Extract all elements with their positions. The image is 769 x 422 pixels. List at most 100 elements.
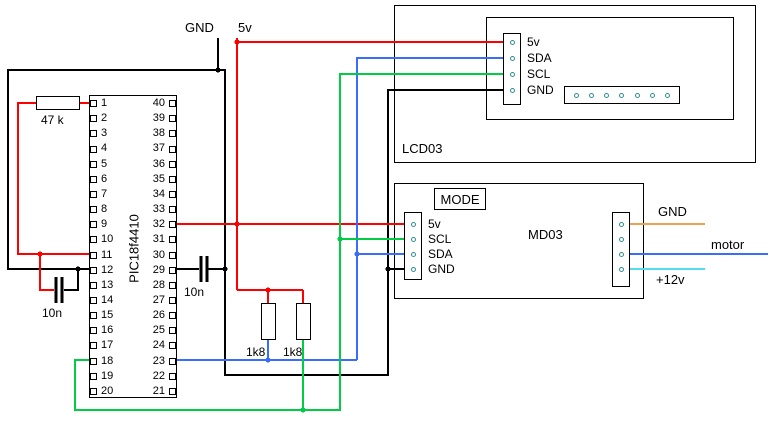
chip-pin-number: 15 bbox=[101, 309, 114, 322]
chip-pin-number: 32 bbox=[152, 218, 165, 231]
chip-pin-number: 6 bbox=[101, 172, 108, 185]
resistor-1k8-sda bbox=[261, 303, 276, 340]
md03-pin-label-5v: 5v bbox=[428, 217, 441, 231]
chip-pin-pad bbox=[90, 327, 97, 335]
chip-name-label: PIC18f4410 bbox=[126, 214, 142, 283]
capacitor2-label: 10n bbox=[184, 285, 205, 299]
wire-junction bbox=[234, 39, 240, 45]
chip-pin-number: 38 bbox=[152, 127, 165, 140]
wire-cap1-lead-5v bbox=[39, 254, 54, 291]
chip-pin-pad bbox=[90, 387, 97, 395]
mode-label: MODE bbox=[440, 191, 480, 207]
resistor-1k8-sda-label: 1k8 bbox=[246, 345, 266, 359]
chip-pin-pad bbox=[90, 342, 97, 350]
connector-pin-hole bbox=[509, 71, 515, 77]
chip-pin-number: 3 bbox=[101, 127, 108, 140]
chip-pin-number: 11 bbox=[101, 248, 113, 261]
chip-pin-pad bbox=[90, 281, 97, 289]
chip-pin-pad bbox=[169, 281, 176, 289]
connector-pin-hole bbox=[410, 251, 416, 257]
chip-pin-number: 37 bbox=[152, 142, 165, 155]
resistor-47k bbox=[36, 96, 80, 110]
capacitor1-label: 10n bbox=[42, 306, 63, 320]
chip-pin-number: 28 bbox=[152, 278, 165, 291]
wire-junction bbox=[215, 67, 221, 73]
chip-pin-pad bbox=[169, 130, 176, 138]
lcd03-i2c-connector bbox=[503, 33, 521, 105]
wire-junction bbox=[265, 287, 271, 293]
chip-pin-number: 18 bbox=[101, 354, 114, 367]
chip-pin-pad bbox=[169, 190, 176, 198]
chip-pin-pad bbox=[169, 387, 176, 395]
chip-pin-number: 33 bbox=[152, 203, 165, 216]
chip-pin-pad bbox=[169, 266, 176, 274]
chip-pin-pad bbox=[90, 206, 97, 214]
chip-pin-pad bbox=[169, 236, 176, 244]
chip-pin-pad bbox=[90, 100, 97, 108]
chip-pin-number: 4 bbox=[101, 142, 108, 155]
chip-pin-pad bbox=[90, 312, 97, 320]
connector-pin-hole bbox=[410, 266, 416, 272]
chip-pin-pad bbox=[169, 251, 176, 259]
wire-junction bbox=[222, 266, 228, 272]
lcd03-header-strip bbox=[564, 86, 680, 104]
wire-cap1-lead-gnd bbox=[64, 269, 79, 291]
chip-pin-pad bbox=[169, 221, 176, 229]
chip-pin-pad bbox=[169, 100, 176, 108]
chip-pin-number: 8 bbox=[101, 203, 108, 216]
connector-pin-hole bbox=[618, 221, 624, 227]
chip-pin-pad bbox=[90, 130, 97, 138]
connector-pin-hole bbox=[618, 266, 624, 272]
chip-pin-pad bbox=[90, 175, 97, 183]
chip-pin-pad bbox=[169, 160, 176, 168]
chip-pin-number: 27 bbox=[152, 293, 165, 306]
lcd03-title: LCD03 bbox=[402, 141, 443, 156]
chip-pin-number: 31 bbox=[152, 233, 165, 246]
md03-wire-label-gnd: GND bbox=[658, 204, 687, 219]
chip-pin-pad bbox=[90, 357, 97, 365]
connector-pin-hole bbox=[509, 87, 515, 93]
lcd03-pin-label-gnd: GND bbox=[527, 83, 554, 97]
chip-pin-number: 13 bbox=[101, 278, 114, 291]
chip-pin-number: 21 bbox=[152, 384, 165, 397]
connector-pin-hole bbox=[588, 92, 594, 98]
chip-pin-pad bbox=[90, 236, 97, 244]
chip-pin-pad bbox=[90, 115, 97, 123]
connector-pin-hole bbox=[410, 236, 416, 242]
chip-pin-number: 26 bbox=[152, 309, 165, 322]
chip-pin-number: 39 bbox=[152, 112, 165, 125]
chip-pin-number: 30 bbox=[152, 248, 165, 261]
lcd03-pin-label-sda: SDA bbox=[527, 51, 552, 65]
chip-pin-pad bbox=[90, 190, 97, 198]
connector-pin-hole bbox=[618, 251, 624, 257]
md03-pin-label-gnd: GND bbox=[428, 262, 455, 276]
wire-junction bbox=[265, 357, 271, 363]
md03-pin-label-scl: SCL bbox=[428, 232, 452, 246]
connector-pin-hole bbox=[618, 236, 624, 242]
chip-pin-pad bbox=[169, 297, 176, 305]
wire-junction bbox=[234, 221, 240, 227]
lcd03-pin-label-scl: SCL bbox=[527, 67, 551, 81]
chip-pin-number: 1 bbox=[101, 97, 108, 109]
md03-title: MD03 bbox=[528, 227, 563, 242]
connector-pin-hole bbox=[604, 92, 610, 98]
chip-pin-pad bbox=[169, 115, 176, 123]
resistor-47k-label: 47 k bbox=[41, 113, 64, 127]
chip-pin-number: 5 bbox=[101, 157, 108, 170]
connector-pin-hole bbox=[634, 92, 640, 98]
chip-pin-number: 10 bbox=[101, 233, 114, 246]
resistor-1k8-scl-label: 1k8 bbox=[283, 345, 303, 359]
chip-pin-number: 17 bbox=[101, 339, 114, 352]
md03-mode-box: MODE bbox=[434, 188, 486, 210]
chip-pin-pad bbox=[169, 327, 176, 335]
chip-pin-pad bbox=[169, 372, 176, 380]
connector-pin-hole bbox=[410, 221, 416, 227]
chip-pin-pad bbox=[90, 145, 97, 153]
chip-pin-number: 36 bbox=[152, 157, 165, 170]
chip-pin-number: 9 bbox=[101, 218, 108, 231]
wire-junction bbox=[75, 266, 81, 272]
wire-junction bbox=[354, 251, 360, 257]
chip-pin-number: 29 bbox=[152, 263, 165, 276]
md03-i2c-connector bbox=[404, 212, 422, 280]
